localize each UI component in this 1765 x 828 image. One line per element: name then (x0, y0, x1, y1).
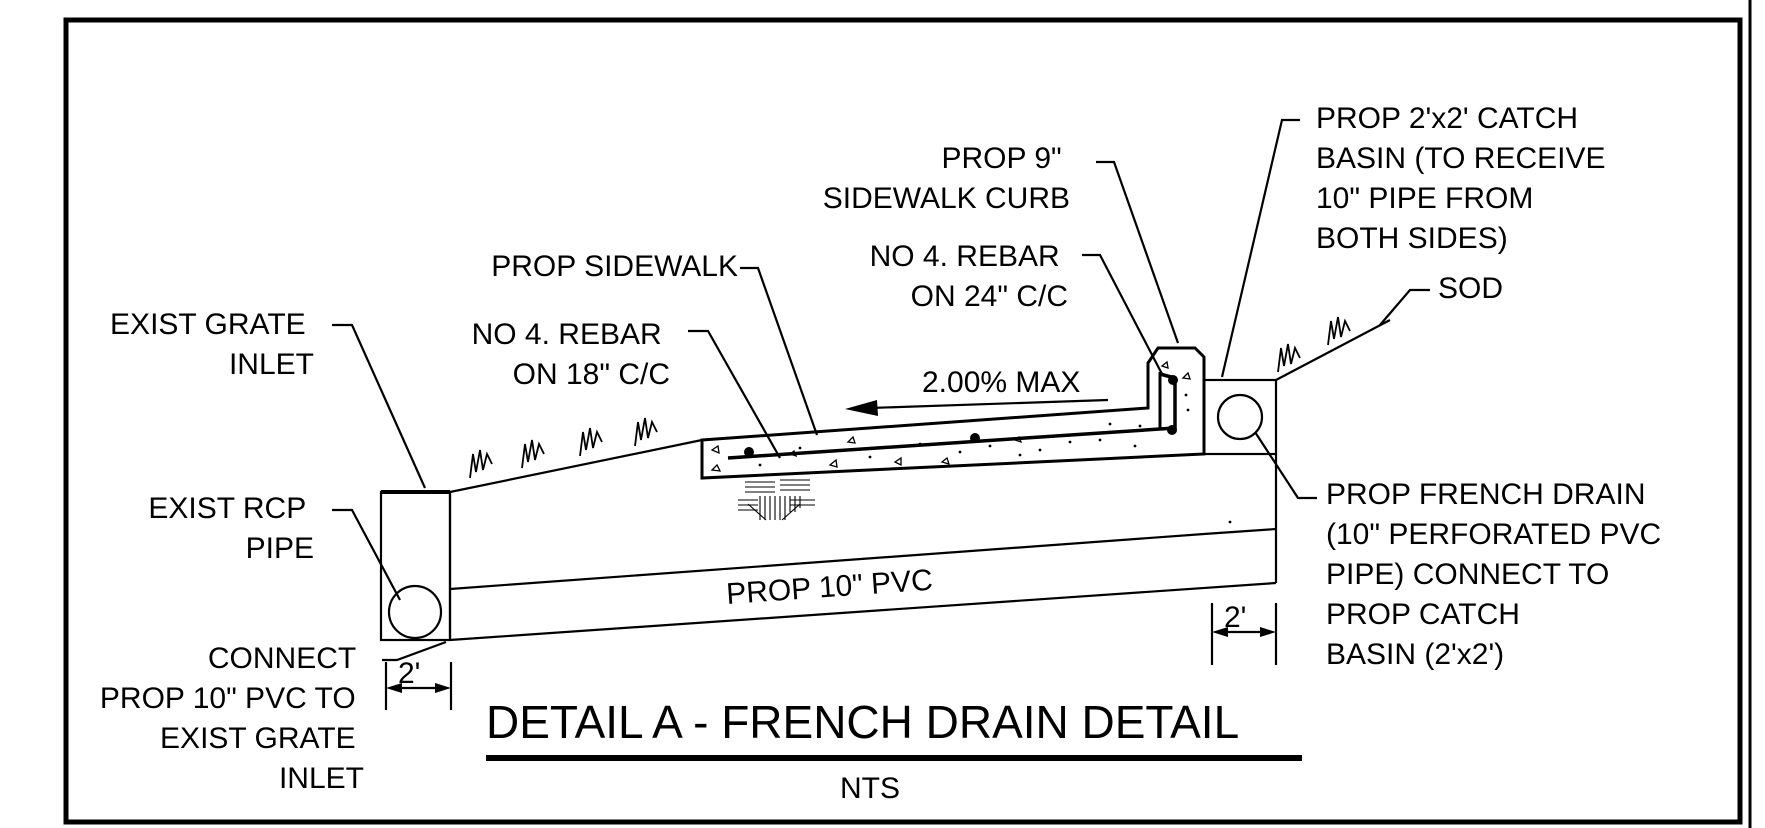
concrete-aggregate-marks (710, 360, 1191, 472)
dim-arrowhead (386, 683, 402, 693)
exist-rcp-pipe-label: EXIST RCP PIPE (148, 492, 314, 565)
rebar-18-label: NO 4. REBAR ON 18" C/C (472, 318, 670, 391)
dim-right-label: 2' (1224, 601, 1246, 634)
exist-grate-inlet-label: EXIST GRATE INLET (110, 308, 314, 381)
slope-label: 2.00% MAX (922, 366, 1080, 399)
french-drain-label: PROP FRENCH DRAIN (10" PERFORATED PVC PI… (1326, 478, 1670, 671)
detail-title: DETAIL A - FRENCH DRAIN DETAIL (486, 696, 1239, 748)
pipe-circle-icon (1216, 393, 1264, 441)
sidewalk-slab-and-curb (700, 346, 1206, 480)
rebar-24-label: NO 4. REBAR ON 24" C/C (870, 240, 1068, 313)
catch-basin-label: PROP 2'x2' CATCH BASIN (TO RECEIVE 10" P… (1316, 102, 1614, 255)
gravel-hatch (738, 479, 815, 521)
pvc-pipe-connector (1203, 527, 1277, 536)
pvc-pipe-label: PROP 10" PVC (725, 564, 934, 611)
dim-arrowhead (1212, 627, 1228, 637)
slope-arrow-line (869, 398, 1109, 410)
rebar-dot-icon (970, 433, 980, 443)
trench-bottom-line (449, 581, 1277, 642)
dim-arrowhead (1260, 627, 1276, 637)
rebar-line (727, 372, 1177, 460)
grass-tuft-icon (634, 417, 658, 447)
dim-left-label: 2' (398, 657, 420, 690)
grass-tuft-icon (521, 439, 545, 469)
rebar-dot-icon (744, 447, 754, 457)
dim-arrowhead (435, 683, 451, 693)
grass-tuft-icon (579, 427, 603, 457)
grass-tuft-icon (1277, 343, 1301, 373)
prop-sidewalk-label: PROP SIDEWALK (491, 250, 738, 283)
pvc-pipe-top-line (449, 532, 1205, 591)
slope-arrowhead (845, 400, 878, 416)
sod-label: SOD (1438, 272, 1503, 305)
ground-line-left (449, 438, 703, 494)
concrete-dots (758, 393, 1232, 524)
catch-basin-box (1202, 378, 1278, 456)
ground-line-right (1275, 319, 1391, 381)
sidewalk-curb-label: PROP 9" SIDEWALK CURB (823, 142, 1070, 215)
grass-tuft-icon (469, 449, 493, 479)
connect-pvc-label: CONNECT PROP 10" PVC TO EXIST GRATE INLE… (100, 642, 364, 795)
rebar-dot-icon (1167, 425, 1177, 435)
scale-label: NTS (840, 772, 900, 805)
rebar-dot-icon (1168, 375, 1178, 385)
grass-tuft-icon (1327, 316, 1351, 346)
pipe-circle-icon (387, 584, 443, 640)
leader-lines (332, 118, 1430, 662)
sheet-border (63, 17, 1743, 825)
